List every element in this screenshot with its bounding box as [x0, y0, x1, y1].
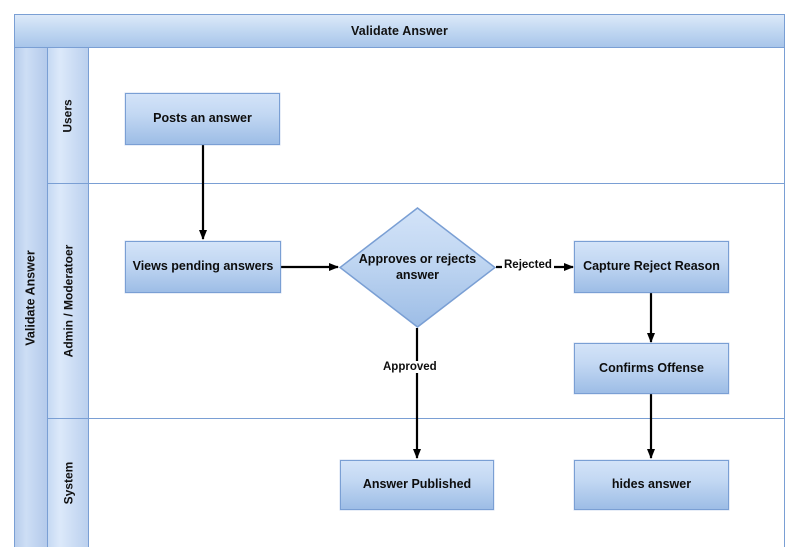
edge-label-rejected: Rejected [502, 259, 554, 271]
node-posts-an-answer-label: Posts an answer [153, 111, 252, 126]
lane-label-users-text: Users [60, 98, 75, 133]
node-answer-published[interactable]: Answer Published [340, 460, 494, 510]
lane-label-admin-moderator: Admin / Moderatoer [48, 184, 89, 418]
node-posts-an-answer[interactable]: Posts an answer [125, 93, 280, 145]
node-hides-answer[interactable]: hides answer [574, 460, 729, 510]
pool-side-label: Validate Answer [15, 48, 48, 547]
node-approves-or-rejects-answer[interactable]: Approves or rejects answer [339, 207, 496, 328]
node-capture-reject-reason-label: Capture Reject Reason [583, 259, 720, 274]
edge-label-approved: Approved [381, 361, 439, 373]
lane-label-users: Users [48, 48, 89, 183]
pool-side-label-text: Validate Answer [24, 249, 39, 346]
node-views-pending-answers[interactable]: Views pending answers [125, 241, 281, 293]
node-hides-answer-label: hides answer [611, 477, 692, 492]
node-confirms-offense[interactable]: Confirms Offense [574, 343, 729, 394]
lane-label-system-text: System [61, 461, 76, 505]
pool-title: Validate Answer [15, 15, 784, 48]
node-capture-reject-reason[interactable]: Capture Reject Reason [574, 241, 729, 293]
node-views-pending-answers-label: Views pending answers [132, 259, 274, 274]
gateway-diamond-shape [339, 207, 496, 328]
node-answer-published-label: Answer Published [362, 477, 472, 492]
lane-label-admin-moderator-text: Admin / Moderatoer [61, 244, 75, 358]
node-confirms-offense-label: Confirms Offense [599, 360, 704, 375]
lane-label-system: System [48, 419, 89, 547]
node-approves-or-rejects-answer-label: Approves or rejects answer [358, 251, 477, 282]
